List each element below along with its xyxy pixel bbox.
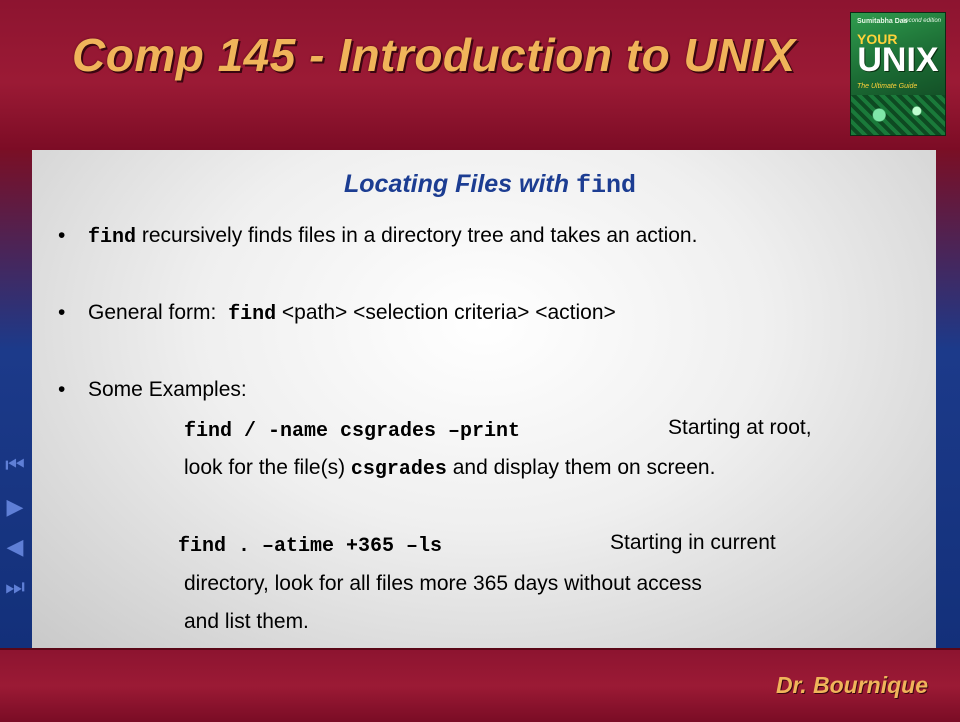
slide-heading-text: Locating Files with [344, 170, 576, 198]
footer-bar [0, 648, 960, 722]
bullet-dot: • [58, 378, 66, 401]
bullet-dot: • [58, 224, 66, 247]
header-bar [0, 0, 960, 150]
general-form-code: find [228, 303, 277, 326]
book-subtitle: The Ultimate Guide [857, 83, 918, 90]
left-rail [0, 150, 32, 648]
example2-desc3: and list them. [184, 610, 309, 633]
example2-desc2: directory, look for all files more 365 d… [184, 572, 702, 595]
author-name: Dr. Bournique [775, 672, 928, 698]
bullet-examples: Some Examples: [88, 378, 247, 401]
book-title-unix: UNIX [857, 41, 939, 79]
example1-desc1: Starting at root, [668, 416, 812, 439]
book-cover-image: Sumitabha Das second edition YOUR UNIX T… [850, 12, 946, 136]
right-rail [936, 150, 960, 648]
example1-desc2b: and display them on screen. [446, 456, 716, 479]
book-cover-art [851, 95, 945, 135]
bullet-dot: • [58, 301, 66, 324]
example2-desc1: Starting in current [610, 531, 776, 554]
bullet-general-form: General form: find <path> <selection cri… [88, 301, 616, 326]
find-code: find [88, 226, 137, 249]
example1-file-code: csgrades [350, 458, 447, 481]
example1-line1: find / -name csgrades –print [184, 418, 520, 443]
book-author: Sumitabha Das [857, 18, 908, 25]
example1-desc2a: look for the file(s) [184, 456, 351, 479]
example1-command: find / -name csgrades –print [184, 420, 521, 443]
previous-slide-icon[interactable]: ◀ [6, 534, 24, 559]
example2-line1: find . –atime +365 –ls [178, 533, 442, 558]
bullet-find-description: find recursively finds files in a direct… [88, 224, 697, 249]
find-description-text: recursively finds files in a directory t… [136, 224, 698, 247]
slide-content-area [32, 150, 936, 648]
book-title-your: YOUR [857, 31, 898, 47]
general-form-syntax: <path> <selection criteria> <action> [276, 301, 616, 324]
course-title: Comp 145 - Introduction to UNIX [72, 29, 796, 81]
next-slide-icon[interactable]: ▶ [6, 494, 24, 519]
book-edition: second edition [902, 18, 941, 24]
slide-heading: Locating Files with find [0, 170, 960, 200]
last-slide-icon[interactable]: ⏭ [5, 574, 25, 599]
first-slide-icon[interactable]: ⏮ [5, 452, 25, 477]
example1-line2: look for the file(s) csgrades and displa… [184, 456, 715, 481]
general-form-label: General form: [88, 301, 229, 324]
slide-heading-code: find [575, 171, 636, 200]
example2-command: find . –atime +365 –ls [178, 535, 443, 558]
